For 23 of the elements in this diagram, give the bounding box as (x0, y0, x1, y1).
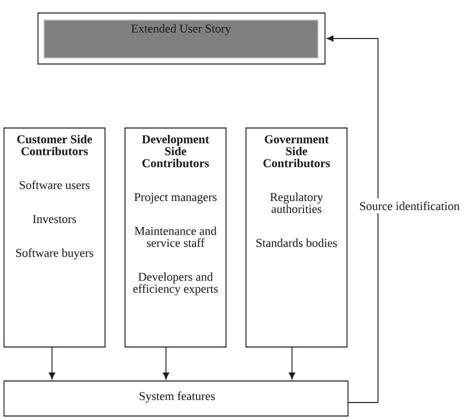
edge-label: Source identification (357, 198, 462, 214)
box-title: Extended User Story (131, 24, 231, 36)
arrow (162, 347, 170, 380)
box-label: System features (140, 392, 215, 403)
list-item: Software buyers (16, 248, 94, 260)
column-heading: Development Side Contributors (142, 134, 210, 168)
column-heading: Customer Side Contributors (17, 134, 92, 156)
list-item: Investors (32, 215, 76, 224)
list-item: Maintenance and service staff (134, 226, 217, 247)
contributor-box (246, 128, 348, 348)
arrow (48, 347, 56, 380)
features-box (4, 380, 348, 416)
arrow (326, 35, 378, 403)
list-item: Regulatory authorities (270, 192, 324, 214)
list-item: Standards bodies (256, 238, 337, 247)
list-item: Developers and efficiency experts (133, 272, 218, 296)
arrow (288, 347, 296, 380)
list-item: Project managers (134, 193, 217, 204)
contributor-box (124, 128, 226, 348)
title-box (38, 12, 326, 64)
column-heading: Government Side Contributors (263, 135, 330, 168)
contributor-box (4, 128, 106, 348)
list-item: Software users (20, 180, 90, 190)
